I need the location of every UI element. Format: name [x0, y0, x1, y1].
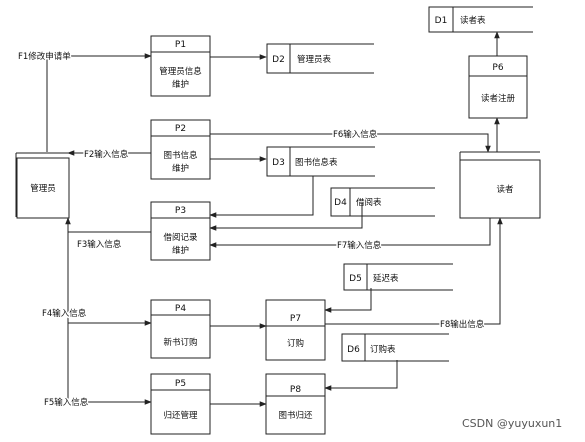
- flow-f6-label: F6输入信息: [333, 129, 378, 140]
- process-p2: P2 图书信息 维护: [150, 119, 211, 180]
- store-d1: D1 读者表: [428, 6, 533, 33]
- flow-d6-p8: [324, 360, 398, 391]
- process-p5: P5 归还管理: [150, 373, 211, 435]
- process-p4: P4 新书订购: [150, 299, 211, 359]
- process-p7-line1: 订购: [287, 338, 304, 349]
- process-p7: P7 订购: [265, 299, 326, 361]
- process-p1-line2: 维护: [172, 79, 189, 90]
- entity-admin-label: 管理员: [30, 183, 56, 194]
- flow-f5-line: [67, 323, 152, 405]
- flow-f7-line: [209, 218, 491, 248]
- process-p6-id: P6: [492, 63, 503, 73]
- flow-f3-line: [65, 217, 151, 233]
- entity-reader: 读者: [459, 151, 541, 219]
- process-p6-line1: 读者注册: [481, 93, 516, 104]
- flow-f3-label: F3输入信息: [77, 239, 122, 250]
- flow-d4-p3: [209, 203, 363, 231]
- store-d5: D5 延迟表: [343, 263, 453, 291]
- process-p5-id: P5: [175, 379, 186, 389]
- store-d4: D4 借阅表: [330, 187, 435, 217]
- process-p2-line1: 图书信息: [163, 150, 198, 161]
- process-p2-line2: 维护: [172, 163, 189, 174]
- flow-d5-p7: [324, 288, 372, 313]
- store-d5-name: 延迟表: [373, 273, 399, 284]
- store-d5-id: D5: [349, 274, 362, 284]
- store-d6: D6 订购表: [341, 333, 449, 362]
- process-p6: P6 读者注册: [468, 55, 528, 119]
- watermark: CSDN @yuyuxun1: [462, 417, 562, 430]
- entity-admin: 管理员: [15, 153, 70, 219]
- flow-f4-label: F4输入信息: [42, 308, 87, 319]
- process-p7-id: P7: [290, 314, 301, 324]
- flow-f2-label: F2输入信息: [84, 149, 129, 160]
- entity-reader-box: [459, 159, 541, 219]
- process-p8-id: P8: [290, 385, 301, 395]
- process-p4-id: P4: [175, 304, 186, 314]
- store-d6-name: 订购表: [370, 344, 396, 355]
- flow-lines: [16, 31, 503, 407]
- flow-f1-line: [46, 53, 152, 152]
- store-d1-id: D1: [435, 16, 448, 26]
- flow-d3-p3: [209, 176, 314, 218]
- store-d3-name: 图书信息表: [295, 157, 338, 168]
- store-d2-name: 管理员表: [297, 54, 332, 65]
- store-d6-id: D6: [347, 345, 360, 355]
- process-p8-line1: 图书归还: [278, 410, 313, 421]
- process-p3-id: P3: [175, 206, 186, 216]
- store-d3-id: D3: [272, 158, 285, 168]
- store-d4-id: D4: [334, 198, 347, 208]
- flow-f5-label: F5输入信息: [44, 397, 89, 408]
- process-p8: P8 图书归还: [265, 373, 326, 435]
- store-d2-id: D2: [272, 55, 285, 65]
- store-d1-name: 读者表: [460, 15, 486, 26]
- process-p3-line1: 借阅记录: [163, 232, 198, 243]
- entity-admin-front: [16, 157, 70, 219]
- flow-f7-label: F7输入信息: [337, 240, 382, 251]
- flow-f8-line: [325, 217, 503, 325]
- flow-f8-label: F8输出信息: [440, 319, 485, 330]
- process-p3: P3 借阅记录 维护: [150, 201, 211, 261]
- store-d2: D2 管理员表: [266, 43, 374, 74]
- flow-labels: F1修改申请单 F2输入信息 F3输入信息 F4输入信息 F5输入信息 F6输入…: [17, 50, 487, 410]
- store-d3: D3 图书信息表: [266, 146, 375, 177]
- flow-f6-line: [210, 133, 491, 153]
- store-d4-name: 借阅表: [356, 197, 382, 208]
- flow-f1-label: F1修改申请单: [18, 51, 71, 62]
- process-p1-line1: 管理员信息: [159, 66, 202, 77]
- process-p1-id: P1: [175, 40, 186, 50]
- process-p3-line2: 维护: [172, 245, 189, 256]
- process-p5-line1: 归还管理: [163, 410, 198, 421]
- process-p4-line1: 新书订购: [163, 337, 197, 348]
- entity-reader-label: 读者: [496, 184, 514, 195]
- process-p1: P1 管理员信息 维护: [150, 35, 211, 97]
- process-p2-id: P2: [175, 124, 186, 134]
